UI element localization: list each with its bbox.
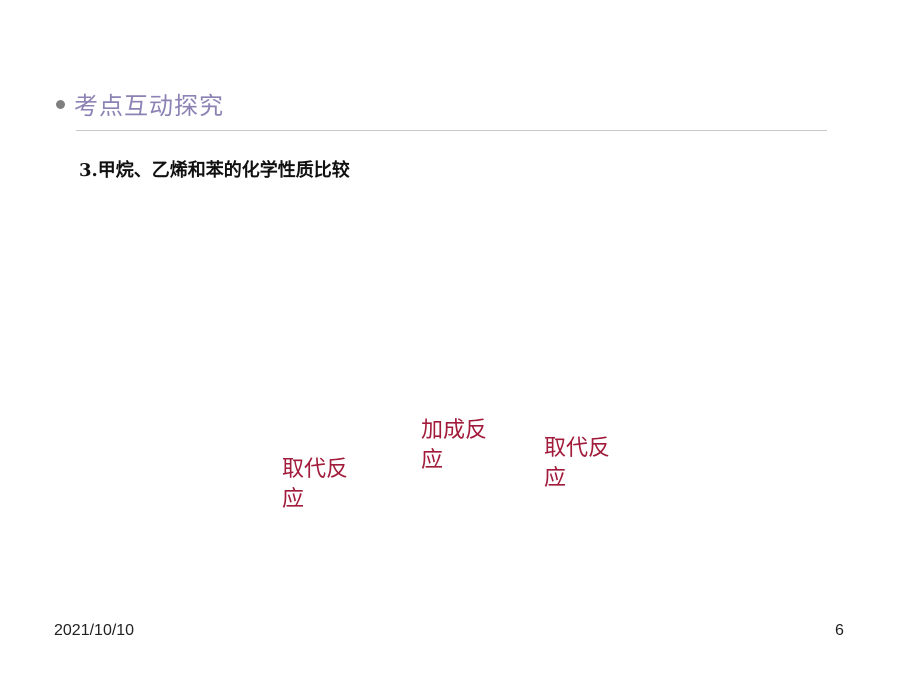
reaction-label-ethylene: 加成反 应	[421, 416, 501, 476]
page-number: 6	[835, 622, 844, 639]
subtitle-text: 甲烷、乙烯和苯的化学性质比较	[97, 160, 350, 181]
reaction-label-line: 应	[282, 487, 305, 512]
section-title: 考点互动探究	[74, 92, 224, 120]
subtitle-number: 3.	[79, 160, 98, 181]
reaction-label-methane: 取代反 应	[282, 455, 362, 515]
footer-date: 2021/10/10	[54, 622, 135, 639]
reaction-label-line: 取代反	[544, 436, 611, 461]
reaction-label-line: 取代反	[282, 457, 349, 482]
bullet-dot-icon	[56, 100, 65, 109]
reaction-label-line: 应	[421, 448, 444, 473]
reaction-label-benzene: 取代反 应	[544, 434, 624, 494]
reaction-label-line: 应	[544, 466, 567, 491]
slide-subtitle: 3.甲烷、乙烯和苯的化学性质比较	[79, 156, 350, 182]
header-divider	[76, 130, 827, 131]
reaction-label-line: 加成反	[421, 418, 488, 443]
section-header: 考点互动探究	[56, 86, 224, 121]
